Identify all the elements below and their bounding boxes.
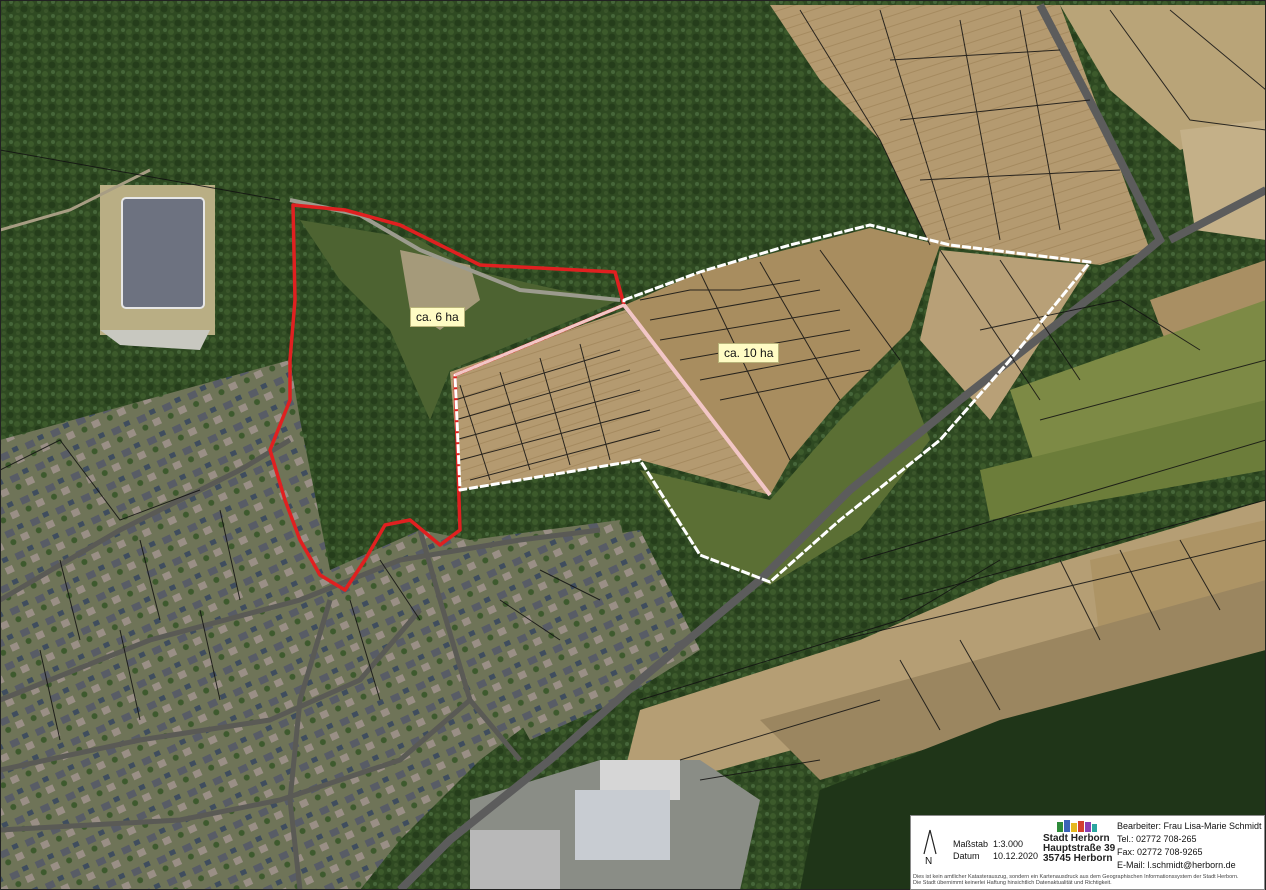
org-city: 35745 Herborn [1043,853,1113,864]
date-value: 10.12.2020 [993,851,1039,861]
herborn-logo-icon [1057,820,1097,832]
telephone: Tel.: 02772 708-265 [1117,834,1197,844]
map-info-box: N Maßstab 1:3.000 Datum 10.12.2020 Stadt… [910,815,1265,890]
scale-label: Maßstab [953,839,989,849]
area-label-6ha: ca. 6 ha [410,307,465,327]
editor-name: Bearbeiter: Frau Lisa-Marie Schmidt [1117,821,1262,831]
email-link[interactable]: E-Mail: l.schmidt@herborn.de [1117,860,1236,870]
org-block: Stadt Herborn Hauptstraße 39 35745 Herbo… [1043,834,1115,864]
field-divider-strip [622,303,772,497]
org-street: Hauptstraße 39 [1043,843,1116,854]
north-label: N [925,856,933,867]
disclaimer-line-1: Dies ist kein amtlicher Katasterauszug, … [913,874,1239,880]
area-label-10ha: ca. 10 ha [718,343,780,363]
area-10ha-outline [453,223,1092,584]
disclaimer: Dies ist kein amtlicher Katasterauszug, … [913,874,1263,886]
disclaimer-line-2: Die Stadt übernimmt keinerlei Haftung hi… [913,880,1112,886]
north-arrow-icon: N [919,828,941,868]
fax: Fax: 02772 708-9265 [1117,847,1203,857]
org-name: Stadt Herborn [1043,833,1110,844]
date-label: Datum [953,851,980,861]
area-6ha-outline [268,203,626,592]
scale-value: 1:3.000 [993,839,1024,849]
